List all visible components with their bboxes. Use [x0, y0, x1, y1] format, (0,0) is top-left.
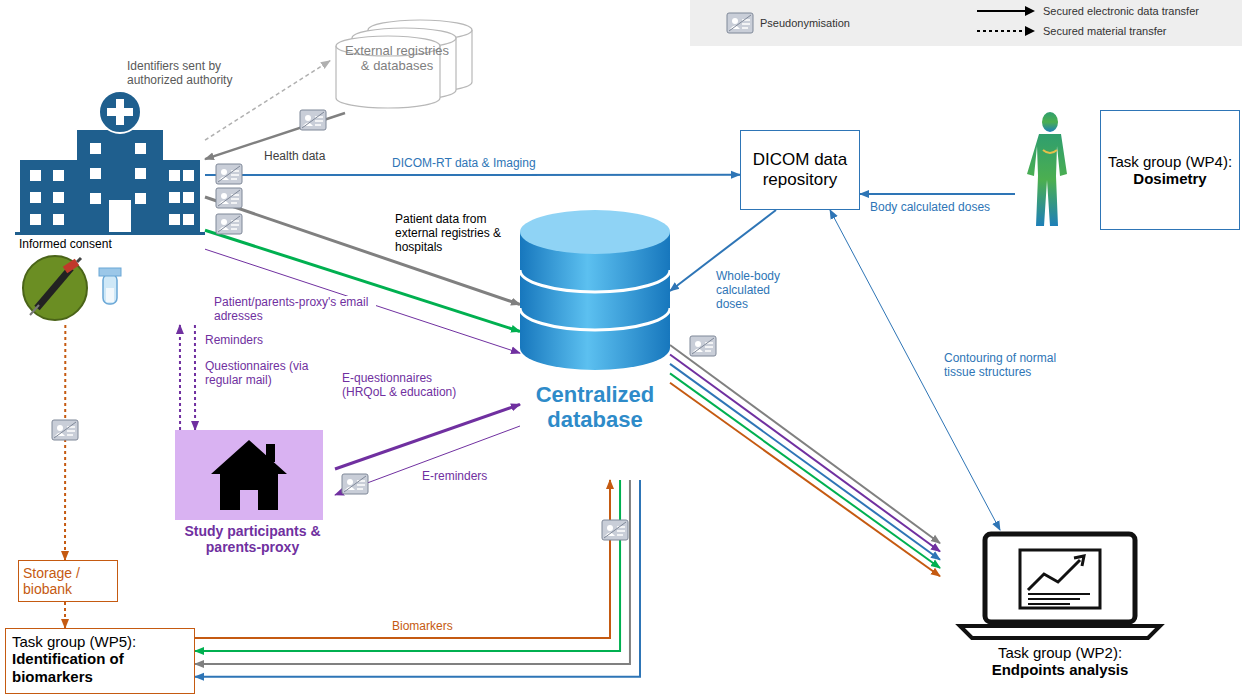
- hospital-icon: Informed consent: [15, 88, 205, 325]
- connector: [205, 197, 520, 304]
- node-subtext: Identification of biomarkers: [12, 650, 188, 685]
- body-figure: [1015, 110, 1095, 230]
- connector: [194, 325, 196, 430]
- laptop-icon: Task group (WP2):Endpoints analysis: [940, 530, 1180, 695]
- connector: [670, 373, 940, 568]
- edge-label: Whole-body calculated doses: [714, 270, 798, 311]
- edge-label: DICOM-RT data & Imaging: [390, 157, 538, 171]
- legend-item: Secured material transfer: [975, 25, 1167, 38]
- pseudonymisation-icon: [342, 474, 368, 494]
- connector: [205, 174, 740, 176]
- legend-item: Pseudonymisation: [726, 12, 850, 34]
- connector: [64, 602, 66, 628]
- pseudonymisation-icon: [216, 188, 242, 208]
- edge-label: Patient data from external registries & …: [393, 213, 519, 254]
- edge-label: Reminders: [203, 334, 265, 348]
- node-text: DICOM data repository: [747, 150, 853, 189]
- node-text: External registries & databases: [344, 44, 450, 74]
- edge-label: Identifiers sent by authorized authority: [125, 60, 249, 88]
- node-text: Task group (WP4):: [1108, 153, 1232, 170]
- edge-label: E-questionnaires (HRQoL & education): [340, 372, 474, 400]
- edge-label: Health data: [262, 150, 327, 164]
- edge-label: Biomarkers: [390, 620, 455, 634]
- connector: [179, 325, 181, 430]
- registry-cylinders: External registries & databases: [330, 18, 480, 113]
- task-frame: Task group (WP4):Dosimetry: [1100, 110, 1240, 230]
- task-box: Task group (WP5):Identification of bioma…: [5, 628, 195, 694]
- connector: [860, 193, 1015, 195]
- legend-sample: [975, 5, 1037, 17]
- edge-label: Contouring of normal tissue structures: [942, 352, 1086, 380]
- legend-sample-icon: [727, 13, 753, 33]
- node-text: Informed consent: [19, 238, 205, 252]
- pseudonymisation-icon: [52, 420, 78, 440]
- node-text: Centralized database: [520, 382, 670, 433]
- connector: [670, 383, 940, 576]
- connector: [670, 354, 940, 551]
- repository-box: DICOM data repository: [740, 130, 860, 210]
- pseudonymisation-icon: [690, 336, 716, 356]
- pseudonymisation-icon: [300, 110, 326, 130]
- hospital-drawing: [15, 88, 205, 325]
- legend-text: Pseudonymisation: [760, 17, 850, 30]
- legend-item: Secured electronic data transfer: [975, 5, 1199, 18]
- legend-text: Secured electronic data transfer: [1043, 5, 1199, 18]
- node-subtext: Dosimetry: [1133, 170, 1206, 187]
- legend-text: Secured material transfer: [1043, 25, 1167, 38]
- task-box: Task group (WP4):Dosimetry: [1015, 110, 1240, 230]
- edge-label: E-reminders: [420, 470, 489, 484]
- biobank-box: Storage / biobank: [18, 560, 118, 602]
- node-text: Task group (WP2):: [940, 644, 1180, 661]
- edge-label: Questionnaires (via regular mail): [203, 360, 322, 388]
- edge-label: Patient/parents-proxy's email adresses: [212, 296, 376, 324]
- legend-sample: [726, 12, 754, 34]
- database-drawing: [520, 210, 670, 370]
- node-text: Storage / biobank: [23, 565, 113, 597]
- participants-box: Study participants & parents-proxy: [170, 430, 335, 560]
- node-text: Task group (WP5):: [12, 633, 188, 650]
- pseudonymisation-icon: [216, 164, 242, 184]
- connector: [670, 364, 940, 560]
- pseudonymisation-icon: [602, 520, 628, 540]
- connector: [64, 325, 66, 560]
- edge-label: Body calculated doses: [868, 201, 992, 215]
- legend-sample: [975, 25, 1037, 37]
- connector: [335, 426, 520, 495]
- node-subtext: Endpoints analysis: [940, 661, 1180, 678]
- legend-panel: [690, 0, 1242, 46]
- node-text: Study participants & parents-proxy: [170, 523, 335, 555]
- connector: [670, 345, 940, 543]
- database-cylinder: Centralized database: [520, 210, 670, 480]
- pseudonymisation-icon: [216, 214, 242, 234]
- laptop-drawing: [940, 530, 1180, 642]
